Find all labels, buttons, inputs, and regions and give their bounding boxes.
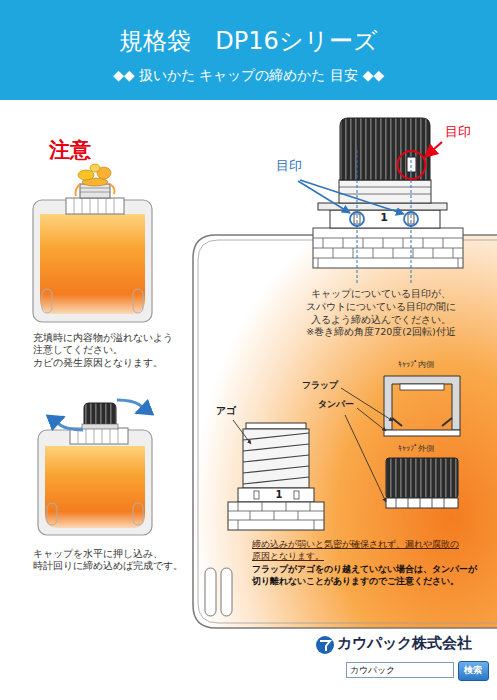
spout-figure [228,511,324,520]
spout-cap-figure [313,228,463,268]
spout-figure [228,502,324,530]
inset-title: ｷｬｯﾌﾟ内側 [398,360,434,370]
spout-cap-figure [313,118,463,268]
pouch-overflow-figure [66,198,124,214]
part-name: タンパー [318,399,354,411]
subtitle: ◆◆ 扱いかた キャップの締めかた 目安 ◆◆ [0,66,497,84]
logo-icon [320,641,330,651]
spout-cap-figure [339,187,431,194]
part-leader-lines [233,388,393,502]
cap-outer-figure [386,458,458,498]
spout-cap-figure [339,180,431,203]
box-text: ※巻き締め角度720度(2回転)付近 [285,326,477,339]
part-name: アゴ [216,405,236,417]
mark-callout-lines [298,181,350,213]
pouch-overflow-figure [110,184,115,194]
cap-inner-figure [400,384,444,390]
spout-figure [246,423,306,429]
logo-icon [316,636,334,654]
pouch-overflow-figure [133,289,143,313]
mark-callout-lines [411,150,412,283]
spout-cap-figure [407,157,416,172]
search-button: 検索 [458,661,489,681]
mark-callout-lines [298,142,442,283]
pouch-panel-outline [205,568,216,616]
mark-callout: 目印 [445,124,471,141]
pouch-panel: キャップについている目印が、 スパウトについている目印の間に 入るよう締め込んで… [193,235,497,628]
spout-figure [294,491,299,499]
spout-cap-figure [323,238,453,258]
spout-cap-figure [340,118,430,180]
pouch-capping-figure [133,503,143,525]
cap-outer-figure [386,458,458,508]
pouch-capping-figure [82,424,118,429]
cap-inner-figure [384,376,460,430]
pouch-overflow-figure [33,164,152,322]
pouch-overflow-figure [80,188,110,192]
pouch-capping-figure [47,503,57,525]
mark-callout-lines [350,212,364,226]
part-leader-lines [357,408,386,431]
pouch-capping-figure [38,430,152,535]
pouch-panel-outline [221,568,232,616]
cap-inner-figure [384,430,460,436]
spout-figure [243,429,309,488]
spout-cap-figure [330,210,440,228]
spout-number: 1 [377,211,391,225]
cap-inner-figure [392,418,452,426]
caution-heading: 注意 [30,137,110,164]
pouch-capping-figure [117,400,142,413]
pouch-panel-outline [198,240,497,623]
spout-cap-figure [318,258,458,268]
header-band [0,0,497,100]
spout-figure [243,433,309,484]
box-text: カウパック [350,664,395,676]
spout-figure [238,488,314,502]
header-band [0,0,497,100]
box-text: フラップがアゴをのり越えていない場合は、タンパーが 切り離れないことがありますの… [252,563,490,587]
search-box: カウパック [346,662,454,678]
box-text: キャップについている目印が、 スパウトについている目印の間に 入るよう締め込んで… [285,288,477,326]
pouch-overflow-figure [33,200,152,322]
box-text: 検索 [464,664,482,676]
page-title: 規格袋 DP16シリーズ [0,26,497,57]
company-logo: カウパック株式会社 [337,634,472,654]
pouch-capping-figure [38,400,152,535]
part-leader-lines [345,415,386,502]
pouch-capping-figure [45,446,145,528]
cap-outer-figure [386,498,458,508]
caption: キャップを水平に押し込み、 時計回りに締め込めば完成です。 [33,548,189,573]
mark-callout-lines [425,142,442,157]
mark-callout-lines [398,151,426,179]
part-leader-lines [233,420,251,444]
box-text: 締め込みが弱いと気密が確保されず、漏れや腐敗の 原因となります。 [252,538,490,562]
pouch-capping-figure [58,417,83,430]
pouch-overflow-figure [76,184,81,196]
inset-title: ｷｬｯﾌﾟ外側 [398,444,434,454]
mark-callout-lines [357,150,358,283]
caption: 充填時に内容物が溢れないよう 注意してください。 カビの発生原因となります。 [33,332,181,369]
pouch-overflow-figure [42,289,52,313]
spout-figure [238,502,314,530]
spout-number: 1 [272,488,286,501]
pouch-panel-outline [193,235,497,628]
pouch-overflow-figure [90,164,100,172]
mark-callout: 目印 [276,158,302,175]
part-name: フラップ [302,380,338,392]
pouch-panel-outline [193,235,497,628]
mark-callout-lines [300,180,404,214]
logo-icon [316,636,334,654]
spout-figure [228,423,324,530]
pouch-overflow-figure [40,214,145,314]
cap-outer-figure [396,498,444,508]
spout-cap-figure [313,238,463,258]
pouch-overflow-figure [74,198,114,214]
mark-callout-lines [404,212,418,226]
cap-inner-figure [384,376,460,436]
pouch-capping-figure [78,428,118,444]
spout-figure [254,491,259,499]
pouch-panel-outline [193,235,497,628]
pouch-overflow-figure [78,170,94,180]
